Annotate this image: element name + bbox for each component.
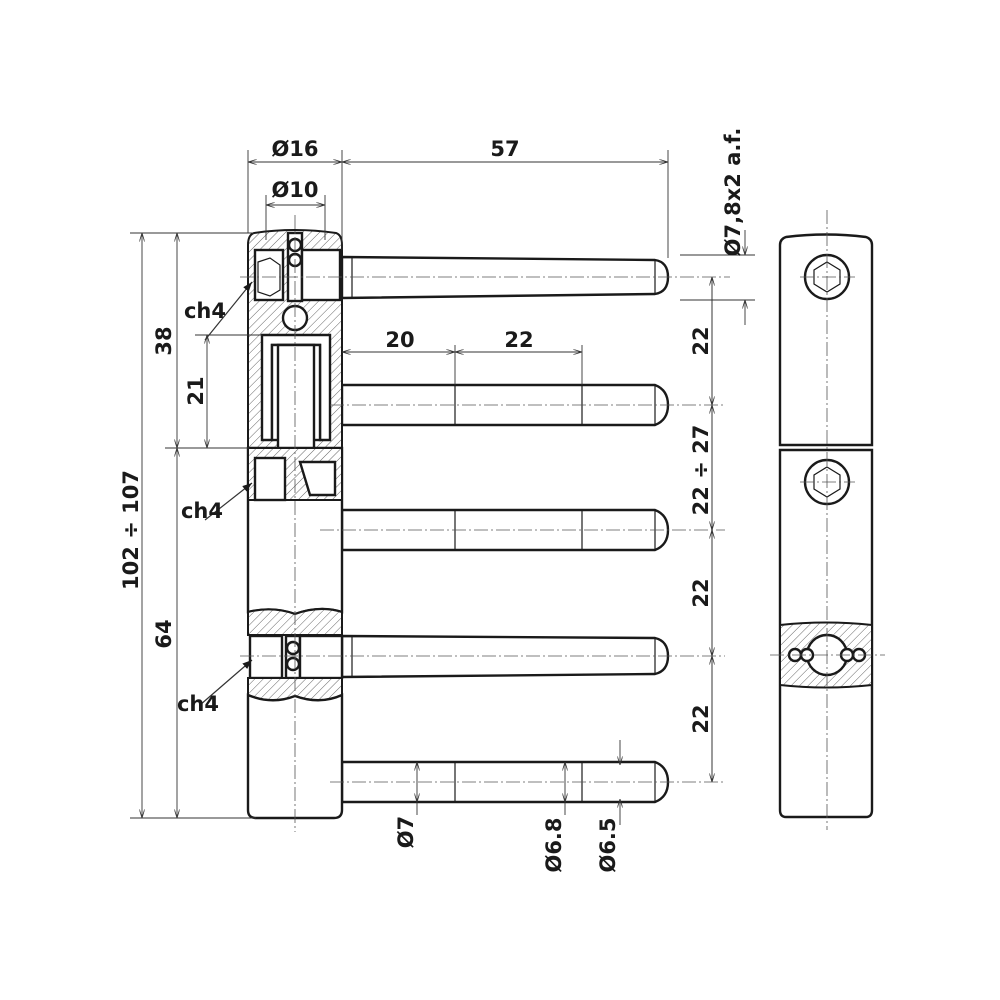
label-seg22: 22 bbox=[504, 328, 533, 352]
label-dia7: Ø7 bbox=[394, 816, 418, 848]
dimension-lines bbox=[130, 150, 755, 825]
label-total-height: 102 ÷ 107 bbox=[119, 470, 143, 590]
label-dia16: Ø16 bbox=[271, 137, 318, 161]
dimension-labels: Ø16 Ø10 57 Ø7,8x2 a.f. 22 22 ÷ 27 22 22 … bbox=[119, 128, 745, 873]
label-pitch-2: 22 ÷ 27 bbox=[689, 425, 713, 516]
label-len57: 57 bbox=[490, 137, 519, 161]
label-dia10: Ø10 bbox=[271, 178, 318, 202]
hinge-side-view bbox=[770, 210, 885, 830]
label-seg20: 20 bbox=[385, 328, 414, 352]
pin-center-lines bbox=[240, 276, 730, 783]
label-ch4-top: ch4 bbox=[184, 299, 226, 323]
label-inner-height: 21 bbox=[184, 376, 208, 405]
label-pitch-4: 22 bbox=[689, 704, 713, 733]
pin-1 bbox=[340, 255, 670, 300]
label-pitch-1: 22 bbox=[689, 326, 713, 355]
label-upper-height: 38 bbox=[152, 326, 176, 355]
label-pitch-3: 22 bbox=[689, 578, 713, 607]
label-pin-af: Ø7,8x2 a.f. bbox=[721, 128, 745, 257]
label-ch4-bottom: ch4 bbox=[177, 692, 219, 716]
pin-4 bbox=[340, 634, 670, 679]
label-dia6-5: Ø6.5 bbox=[596, 817, 620, 872]
hinge-body-section bbox=[246, 215, 344, 832]
label-dia6-8: Ø6.8 bbox=[542, 817, 566, 872]
label-ch4-middle: ch4 bbox=[181, 499, 223, 523]
label-lower-height: 64 bbox=[152, 619, 176, 648]
